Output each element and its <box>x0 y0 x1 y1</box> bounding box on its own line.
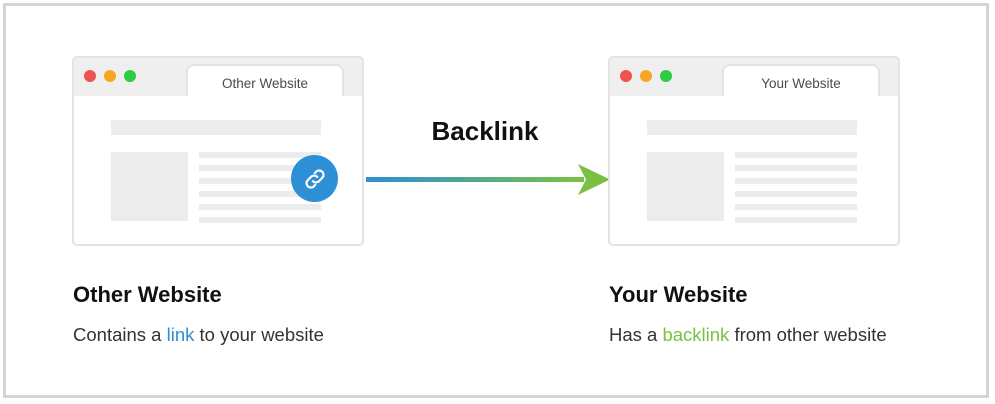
maximize-dot-icon <box>660 70 672 82</box>
browser-content <box>74 96 362 244</box>
backlink-arrow <box>366 164 610 195</box>
description-text: to your website <box>194 324 324 345</box>
arrowhead <box>578 164 610 195</box>
placeholder-line <box>199 165 321 171</box>
placeholder-line <box>199 152 321 158</box>
placeholder-line <box>199 191 321 197</box>
your-website-browser: Your Website <box>608 56 900 246</box>
placeholder-line <box>199 217 321 223</box>
link-icon <box>304 168 325 189</box>
browser-content <box>610 96 898 244</box>
placeholder-line <box>735 191 857 197</box>
maximize-dot-icon <box>124 70 136 82</box>
browser-titlebar: Other Website <box>74 58 362 98</box>
placeholder-line <box>735 204 857 210</box>
placeholder-line <box>735 152 857 158</box>
placeholder-image <box>647 152 724 221</box>
other-website-title: Other Website <box>73 282 222 307</box>
placeholder-header <box>647 120 857 135</box>
browser-tab: Other Website <box>186 64 344 98</box>
other-website-browser: Other Website <box>72 56 364 246</box>
close-dot-icon <box>620 70 632 82</box>
placeholder-line <box>199 178 321 184</box>
backlink-highlight: backlink <box>662 324 730 345</box>
link-badge <box>291 155 338 202</box>
description-text: Has a <box>609 324 663 345</box>
browser-titlebar: Your Website <box>610 58 898 98</box>
close-dot-icon <box>84 70 96 82</box>
minimize-dot-icon <box>640 70 652 82</box>
placeholder-line <box>199 204 321 210</box>
your-website-description: Has a backlink from other website <box>609 324 887 346</box>
description-text: Contains a <box>73 324 167 345</box>
browser-tab: Your Website <box>722 64 880 98</box>
minimize-dot-icon <box>104 70 116 82</box>
browser-tab-label: Your Website <box>761 76 841 91</box>
other-website-description: Contains a link to your website <box>73 324 324 346</box>
placeholder-line <box>735 178 857 184</box>
backlink-label: Backlink <box>431 116 539 146</box>
description-text: from other website <box>729 324 887 345</box>
placeholder-header <box>111 120 321 135</box>
placeholder-line <box>735 217 857 223</box>
your-website-title: Your Website <box>609 282 748 307</box>
placeholder-line <box>735 165 857 171</box>
browser-tab-label: Other Website <box>221 76 309 91</box>
placeholder-image <box>111 152 188 221</box>
link-highlight: link <box>166 324 195 345</box>
